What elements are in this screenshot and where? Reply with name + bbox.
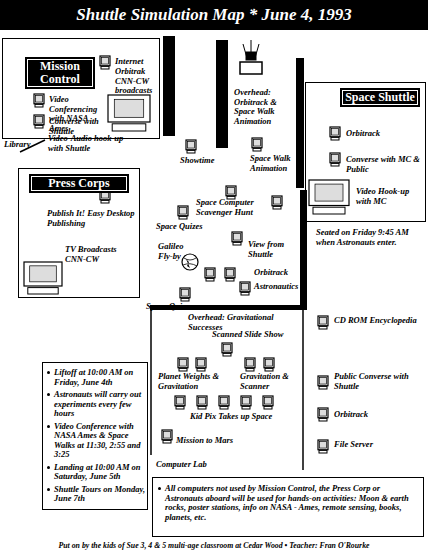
schedule-item: Astronauts will carry out experiments ev… [54,390,145,419]
area-text: Video Hook-up with MC [356,187,422,206]
room-label: Computer Lab [156,460,207,470]
map-title: Shuttle Simulation Map * June 4, 1993 [0,5,428,25]
computer-icon [225,268,235,281]
station-label: Space Walk Animation [250,154,294,173]
room-label: Library [4,140,30,150]
station-label: Public Converse with Shuttle [334,372,422,391]
computer-icon [241,396,251,409]
station-label: Astronautics [254,282,298,292]
computer-icon [245,358,255,371]
station-label: Video-Audio hook-up with Shuttle [48,134,136,153]
bullet [158,487,161,490]
computer-icon [240,282,250,295]
overhead-projector [240,40,262,74]
computer-icon [330,127,340,140]
bullet [47,425,50,428]
area-text: Orbitrack [346,129,421,139]
station-label: Space Quizes [156,222,203,232]
area-text: Internet [115,57,159,67]
computer-icon [197,396,207,409]
bullet [47,393,50,396]
station-label: Overhead: Orbitrack & Space Walk Animati… [234,88,294,126]
globe [182,254,198,270]
computer-icon [180,288,190,301]
station-label: Orbitrack [334,410,368,420]
mission-control-area: Mission Control InternetOrbitrak CNN-CW b… [2,38,160,139]
area-heading: Mission Control [25,57,95,89]
station-label: Space Computer Scavenger Hunt [196,198,280,217]
computer-icon [205,268,215,281]
press-corps-area: Press CorpsPublish It! Easy Desktop Publ… [18,168,140,298]
schedule-item: Landing at 10:00 AM on Saturday, June 5t… [54,463,145,482]
schedule-item: Video Conference with NASA Ames & Space … [54,422,145,460]
computer-icon [263,396,273,409]
computer-icon [162,430,172,443]
schedule-item: Shuttle Tours on Monday, June 7th [54,485,145,504]
area-text: Converse with MC & Public [346,155,422,174]
computer-icon [178,358,188,371]
station-label: Mission to Mars [176,436,233,446]
station-label: Showtime [180,156,214,166]
note-text: Seated on Friday 9:45 AM when Astronauts… [316,228,424,247]
station-label: Galileo Fly-by [158,242,184,261]
station-label: Kid Pix Takes up Space [190,412,290,422]
area-text: Publish It! Easy Desktop Publishing [47,209,137,228]
computer-icon [222,343,232,356]
computer-icon [178,206,188,219]
station-label: Space Quizes [146,302,193,312]
computer-icon [196,358,206,371]
computer-icon [318,376,328,389]
computer-icon [24,262,62,294]
computer-icon [34,94,44,107]
computer-icon [318,440,328,453]
computer-icon [175,396,185,409]
bullet [47,371,50,374]
schedule-notes: Liftoff at 10:00 AM on Friday, June 4thA… [42,362,148,510]
computer-icon [232,232,242,245]
computer-icons [24,56,349,453]
bullet [47,488,50,491]
computer-icon [264,358,274,371]
space-shuttle-area: Space ShuttleOrbitrackConverse with MC &… [305,82,426,222]
bullet [47,466,50,469]
computer-icon [309,180,349,214]
station-label: Orbitrack [254,268,288,278]
area-text: Orbitrak CNN-CW broadcasts [115,67,159,96]
computer-icon [330,153,340,166]
station-label: File Server [334,440,390,450]
computer-icon [34,115,44,128]
station-label: Gravitation & Scanner [240,372,298,391]
station-label: CD ROM Encyclopedia [334,316,420,326]
area-text: All computers not used by Mission Contro… [165,484,419,522]
area-heading: Press Corps [29,174,129,193]
computer-icon [272,196,282,209]
computer-icon [318,408,328,421]
credit-line: Put on by the kids of Sue 3, 4 & 5 multi… [4,541,424,551]
wall-lines [20,140,303,470]
area-heading: Space Shuttle [340,88,420,107]
walls [150,36,307,310]
computer-icon [108,95,150,131]
station-label: Planet Weights & Gravitation [158,372,224,391]
area-text: TV Broadcasts CNN-CW [65,245,137,264]
computer-icon [100,56,110,69]
schedule-item: Liftoff at 10:00 AM on Friday, June 4th [54,368,145,387]
computer-icon [252,138,262,151]
station-label: Scanned Slide Show [212,330,300,340]
station-label: View from Shuttle [248,240,294,259]
computer-icon [318,316,328,329]
computer-icon [186,140,196,153]
computer-icon [219,396,229,409]
activities-note: All computers not used by Mission Contro… [152,477,424,537]
